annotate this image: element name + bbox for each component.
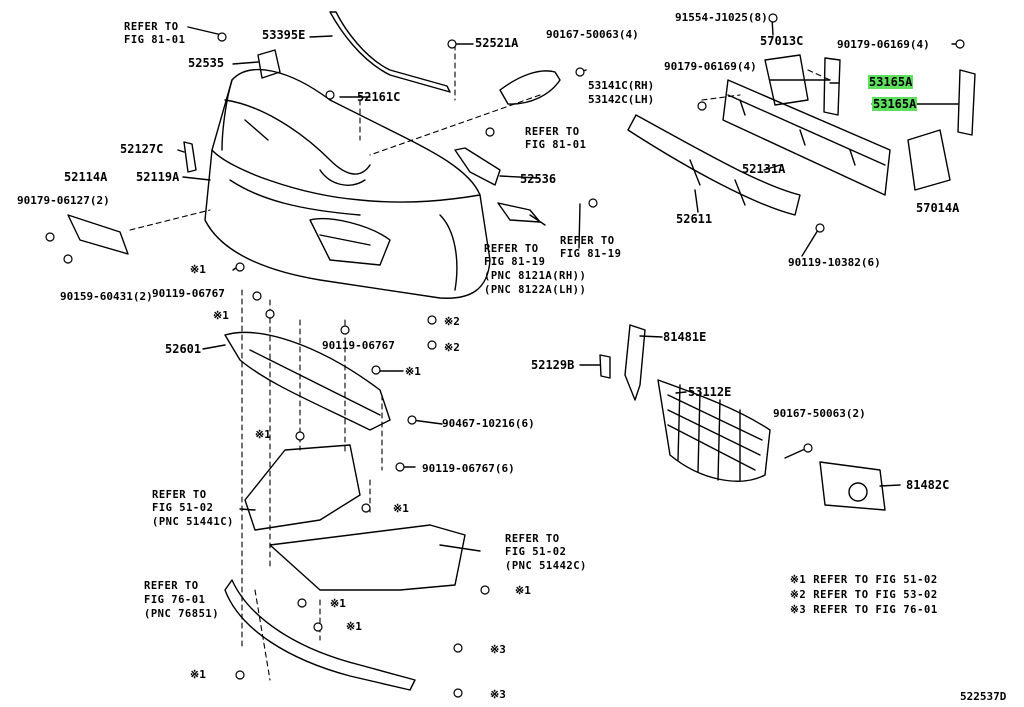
part-label-52611[interactable]: 52611	[676, 212, 713, 226]
part-label-90119-06767-a[interactable]: 90119-06767	[152, 287, 225, 300]
refer-label[interactable]: REFER TO	[484, 243, 539, 255]
part-label-52601[interactable]: 52601	[165, 342, 202, 356]
legend-line-2: ※2 REFER TO FIG 53-02	[790, 589, 938, 601]
part-label-52536[interactable]: 52536	[520, 172, 557, 186]
part-label-90119-06767-c[interactable]: 90119-06767(6)	[422, 462, 515, 475]
part-label-90167-top[interactable]: 90167-50063(4)	[546, 28, 639, 41]
cover-81482c-drawing	[819, 461, 886, 511]
note-marker: ※1	[190, 668, 206, 681]
note-marker: ※1	[515, 584, 531, 597]
refer-label[interactable]: REFER TO	[505, 533, 560, 545]
shield-left-drawing	[244, 444, 361, 531]
seal-52127c-drawing	[183, 141, 197, 173]
highlight-53165a-2: 53165A	[872, 97, 918, 111]
refer-label[interactable]: REFER TO	[124, 21, 179, 33]
refer-label[interactable]: (PNC 51442C)	[505, 560, 587, 572]
bumper-cover-drawing	[204, 68, 491, 299]
part-label-53395e[interactable]: 53395E	[262, 28, 306, 42]
part-label-90179-06127[interactable]: 90179-06127(2)	[17, 194, 110, 207]
part-label-90119-10382[interactable]: 90119-10382(6)	[788, 256, 881, 269]
bracket-57013c-drawing	[764, 54, 809, 106]
refer-label[interactable]: REFER TO	[525, 126, 580, 138]
part-label-90119-06767-b[interactable]: 90119-06767	[322, 339, 395, 352]
refer-label[interactable]: (PNC 51441C)	[152, 516, 234, 528]
refer-label[interactable]: FIG 51-02	[505, 546, 567, 558]
part-label-57013c[interactable]: 57013C	[760, 34, 804, 48]
refer-label[interactable]: (PNC 8122A(LH))	[484, 284, 587, 296]
bracket-52536-drawing	[454, 147, 501, 186]
legend-line-1: ※1 REFER TO FIG 51-02	[790, 574, 938, 586]
note-marker: ※1	[393, 502, 409, 515]
bracket-small-drawing	[497, 202, 541, 223]
part-label-53165a-2[interactable]: 53165A	[872, 97, 918, 111]
part-label-81482c[interactable]: 81482C	[906, 478, 950, 492]
refer-label[interactable]: FIG 81-01	[124, 34, 186, 46]
bracket-52535-drawing	[257, 49, 281, 79]
part-label-53112e[interactable]: 53112E	[688, 385, 732, 399]
absorber-52611-drawing	[627, 114, 801, 216]
cover-81481e-drawing	[624, 324, 646, 401]
reinforcement-52131a-drawing	[722, 79, 891, 196]
undercover-52601-drawing	[224, 331, 391, 431]
part-label-90167-right[interactable]: 90167-50063(2)	[773, 407, 866, 420]
note-marker: ※1	[405, 365, 421, 378]
refer-label[interactable]: REFER TO	[560, 235, 615, 247]
part-label-52129b[interactable]: 52129B	[531, 358, 575, 372]
bracket-52114a-drawing	[67, 214, 129, 255]
spoiler-drawing	[224, 579, 416, 691]
legend-line-3: ※3 REFER TO FIG 76-01	[790, 604, 938, 616]
bracket-53165a-2-drawing	[957, 69, 976, 136]
seal-52129b-drawing	[599, 354, 611, 379]
refer-label[interactable]: (PNC 76851)	[144, 608, 220, 620]
refer-label[interactable]: FIG 51-02	[152, 502, 214, 514]
refer-label[interactable]: FIG 81-19	[560, 248, 622, 260]
part-label-91554[interactable]: 91554-J1025(8)	[675, 11, 768, 24]
highlight-53165a-1: 53165A	[868, 75, 914, 89]
part-label-52535[interactable]: 52535	[188, 56, 225, 70]
note-marker: ※1	[213, 309, 229, 322]
note-marker: ※3	[490, 688, 506, 701]
note-marker: ※1	[190, 263, 206, 276]
part-label-53165a-1[interactable]: 53165A	[868, 75, 914, 89]
part-label-52127c[interactable]: 52127C	[120, 142, 164, 156]
bracket-53165a-1-drawing	[823, 57, 841, 116]
refer-label[interactable]: FIG 81-19	[484, 256, 546, 268]
part-label-52521a[interactable]: 52521A	[475, 36, 519, 50]
part-label-90179-right[interactable]: 90179-06169(4)	[837, 38, 930, 51]
molding-53395e-drawing	[329, 11, 451, 93]
note-marker: ※2	[444, 341, 460, 354]
part-label-53141c[interactable]: 53141C(RH)	[588, 79, 655, 92]
part-label-90467[interactable]: 90467-10216(6)	[442, 417, 535, 430]
shield-right-drawing	[269, 524, 466, 591]
part-label-53142c[interactable]: 53142C(LH)	[588, 93, 655, 106]
fastener-symbols	[45, 13, 965, 698]
grille-53112e-drawing	[657, 379, 771, 482]
part-label-90159[interactable]: 90159-60431(2)	[60, 290, 153, 303]
part-label-90179-mid[interactable]: 90179-06169(4)	[664, 60, 757, 73]
note-marker: ※1	[346, 620, 362, 633]
part-label-52114a[interactable]: 52114A	[64, 170, 108, 184]
note-marker: ※3	[490, 643, 506, 656]
refer-label[interactable]: FIG 76-01	[144, 594, 206, 606]
part-label-81481e[interactable]: 81481E	[663, 330, 707, 344]
refer-label[interactable]: REFER TO	[152, 489, 207, 501]
part-label-52131a[interactable]: 52131A	[742, 162, 786, 176]
note-marker: ※1	[255, 428, 271, 441]
part-label-57014a[interactable]: 57014A	[916, 201, 960, 215]
refer-label[interactable]: REFER TO	[144, 580, 199, 592]
bracket-57014a-drawing	[907, 129, 951, 191]
refer-label[interactable]: FIG 81-01	[525, 139, 587, 151]
note-marker: ※2	[444, 315, 460, 328]
cover-53141c-drawing	[499, 70, 561, 105]
diagram-id: 522537D	[960, 690, 1007, 703]
part-label-52161c[interactable]: 52161C	[357, 90, 401, 104]
part-label-52119a[interactable]: 52119A	[136, 170, 180, 184]
note-marker: ※1	[330, 597, 346, 610]
refer-label[interactable]: (PNC 8121A(RH))	[484, 270, 587, 282]
